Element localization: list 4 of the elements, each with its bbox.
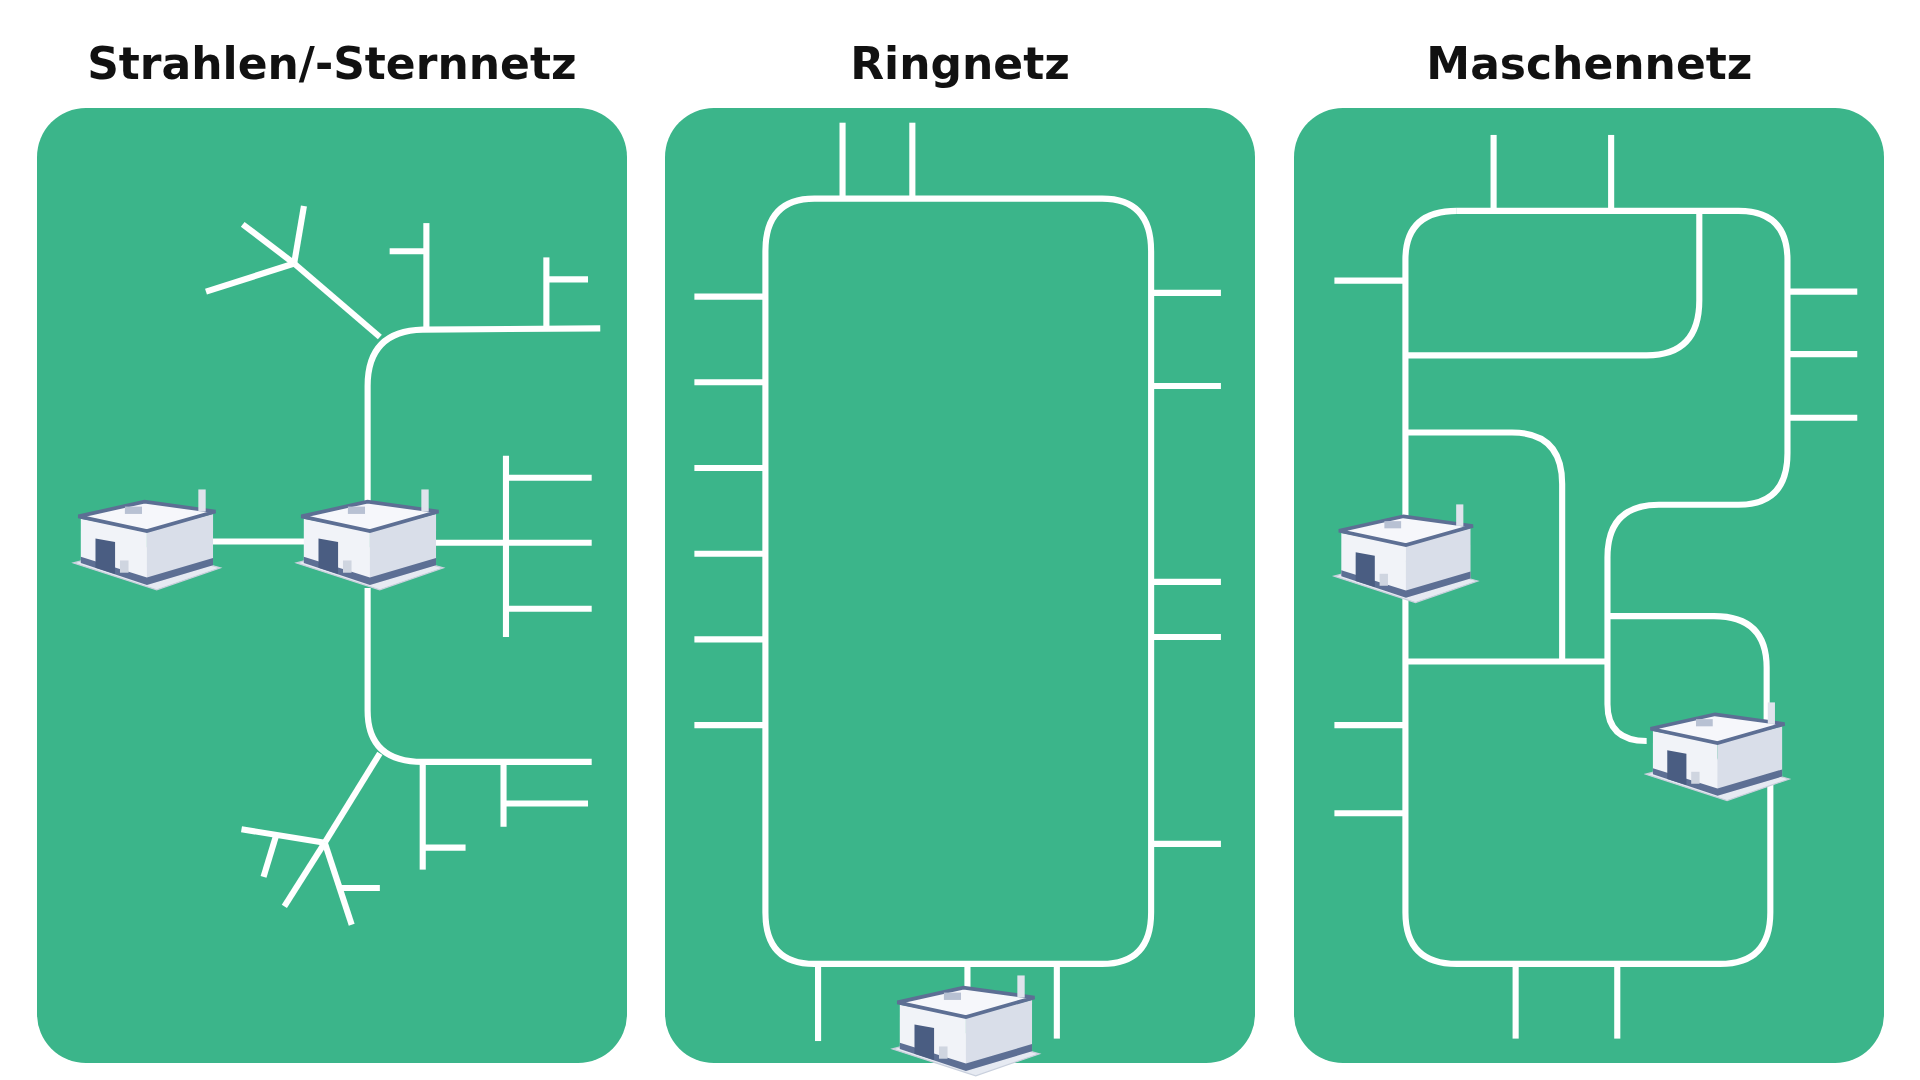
pipe-line (212, 538, 305, 545)
panel-title: Ringnetz (849, 37, 1071, 89)
panel-title: Maschennetz (1425, 37, 1754, 89)
panel-title: Strahlen/-Sternnetz (86, 37, 578, 89)
